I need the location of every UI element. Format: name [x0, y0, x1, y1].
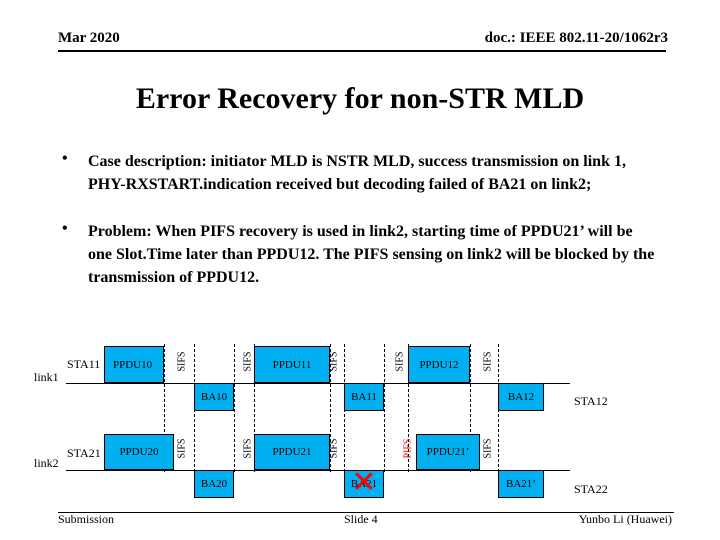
link2-sifs-2: SIFS — [242, 438, 254, 459]
ba21-box: BA21 ✕ — [344, 465, 384, 500]
bullet-text-1: Case description: initiator MLD is NSTR … — [88, 153, 626, 193]
guide-line — [384, 344, 385, 472]
ba11-box: BA11 — [344, 383, 384, 411]
link2-sifs-1: SIFS — [176, 438, 188, 459]
ba21-label: BA21 — [350, 478, 378, 490]
ppdu12-box: PPDU12 — [408, 346, 470, 383]
guide-line — [254, 344, 255, 472]
guide-line — [194, 344, 195, 472]
ppdu21-box: PPDU21 — [254, 434, 330, 470]
guide-line — [344, 344, 345, 472]
ba21-retx-box: BA21’ — [498, 470, 544, 498]
link1-sifs-4: SIFS — [394, 351, 406, 372]
footer-slide-number: Slide 4 — [344, 512, 378, 526]
link1-label: link1 — [34, 370, 59, 384]
sta21-label: STA21 — [67, 446, 101, 460]
ba10-box: BA10 — [194, 383, 234, 411]
slide-title: Error Recovery for non-STR MLD — [135, 82, 585, 115]
ppdu21-retx-box: PPDU21’ — [416, 434, 480, 470]
footer-author: Yunbo Li (Huawei) — [578, 512, 672, 526]
guide-line — [498, 344, 499, 472]
guide-line — [164, 344, 165, 472]
failed-ba-cross-icon: ✕ — [351, 465, 377, 500]
link2-pifs: PIFS — [402, 438, 414, 459]
ba20-box: BA20 — [194, 470, 234, 498]
link1-sifs-5: SIFS — [482, 351, 494, 372]
bullet-text-2: Problem: When PIFS recovery is used in l… — [88, 223, 655, 286]
link1-timeline — [66, 383, 570, 384]
link1-sifs-1: SIFS — [176, 351, 188, 372]
link2-sifs-3: SIFS — [328, 438, 340, 459]
link1-sifs-2: SIFS — [242, 351, 254, 372]
link2-sifs-5: SIFS — [482, 438, 494, 459]
ppdu11-box: PPDU11 — [254, 346, 330, 383]
bullet-marker-2: • — [62, 220, 68, 237]
link2-label: link2 — [34, 456, 59, 470]
guide-line — [408, 344, 409, 472]
ppdu20-box: PPDU20 — [104, 434, 174, 470]
header-divider — [58, 50, 666, 52]
ppdu10-box: PPDU10 — [104, 346, 164, 383]
link2-timeline — [66, 470, 570, 471]
guide-line — [470, 344, 471, 472]
guide-line — [234, 344, 235, 472]
footer-divider — [58, 512, 674, 513]
header-doc-id: doc.: IEEE 802.11-20/1062r3 — [484, 30, 668, 46]
header-date: Mar 2020 — [58, 30, 120, 46]
guide-line — [330, 344, 331, 472]
ba12-box: BA12 — [498, 383, 544, 411]
sta12-label: STA12 — [574, 394, 608, 408]
footer-submission: Submission — [58, 512, 115, 526]
bullet-marker-1: • — [62, 150, 68, 167]
sta11-label: STA11 — [67, 357, 101, 371]
sta22-label: STA22 — [574, 482, 608, 496]
